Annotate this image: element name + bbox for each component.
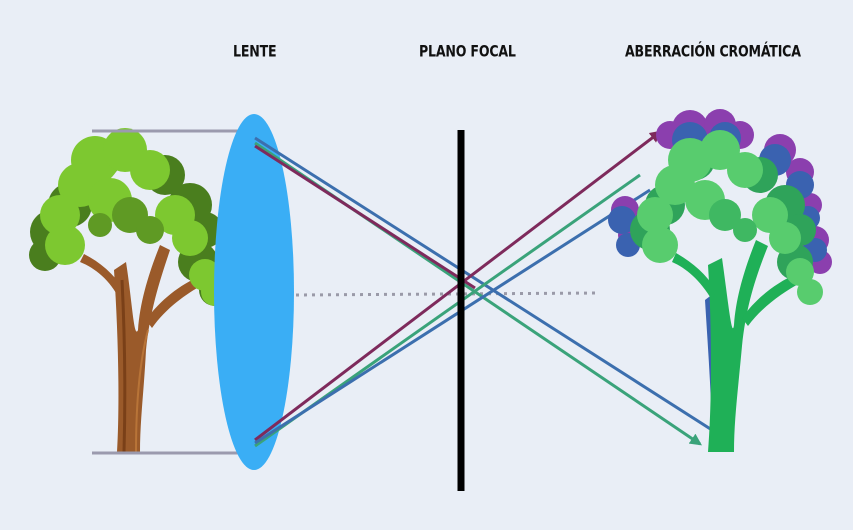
lens-label: LENTE: [233, 43, 277, 61]
source-tree: [29, 128, 231, 453]
source-tree-leaves-light: [40, 128, 229, 306]
source-tree-leaves-mid: [88, 197, 164, 244]
aberrated-tree-trunk: [672, 240, 800, 452]
refracted-rays: [254, 130, 713, 448]
aberrated-tree: [608, 109, 832, 452]
aberrated-tree-leaves-mid: [709, 199, 757, 242]
incident-rays: [92, 125, 255, 459]
ray-top-purple: [254, 144, 476, 290]
chromatic-aberration-label: ABERRACIÓN CROMÁTICA: [625, 43, 801, 61]
lens: [214, 114, 294, 470]
source-tree-trunk: [80, 245, 204, 453]
ray-bottom-blue: [254, 188, 651, 445]
focal-plane-label: PLANO FOCAL: [419, 43, 516, 61]
aberrated-tree-leaves-light: [637, 130, 823, 305]
